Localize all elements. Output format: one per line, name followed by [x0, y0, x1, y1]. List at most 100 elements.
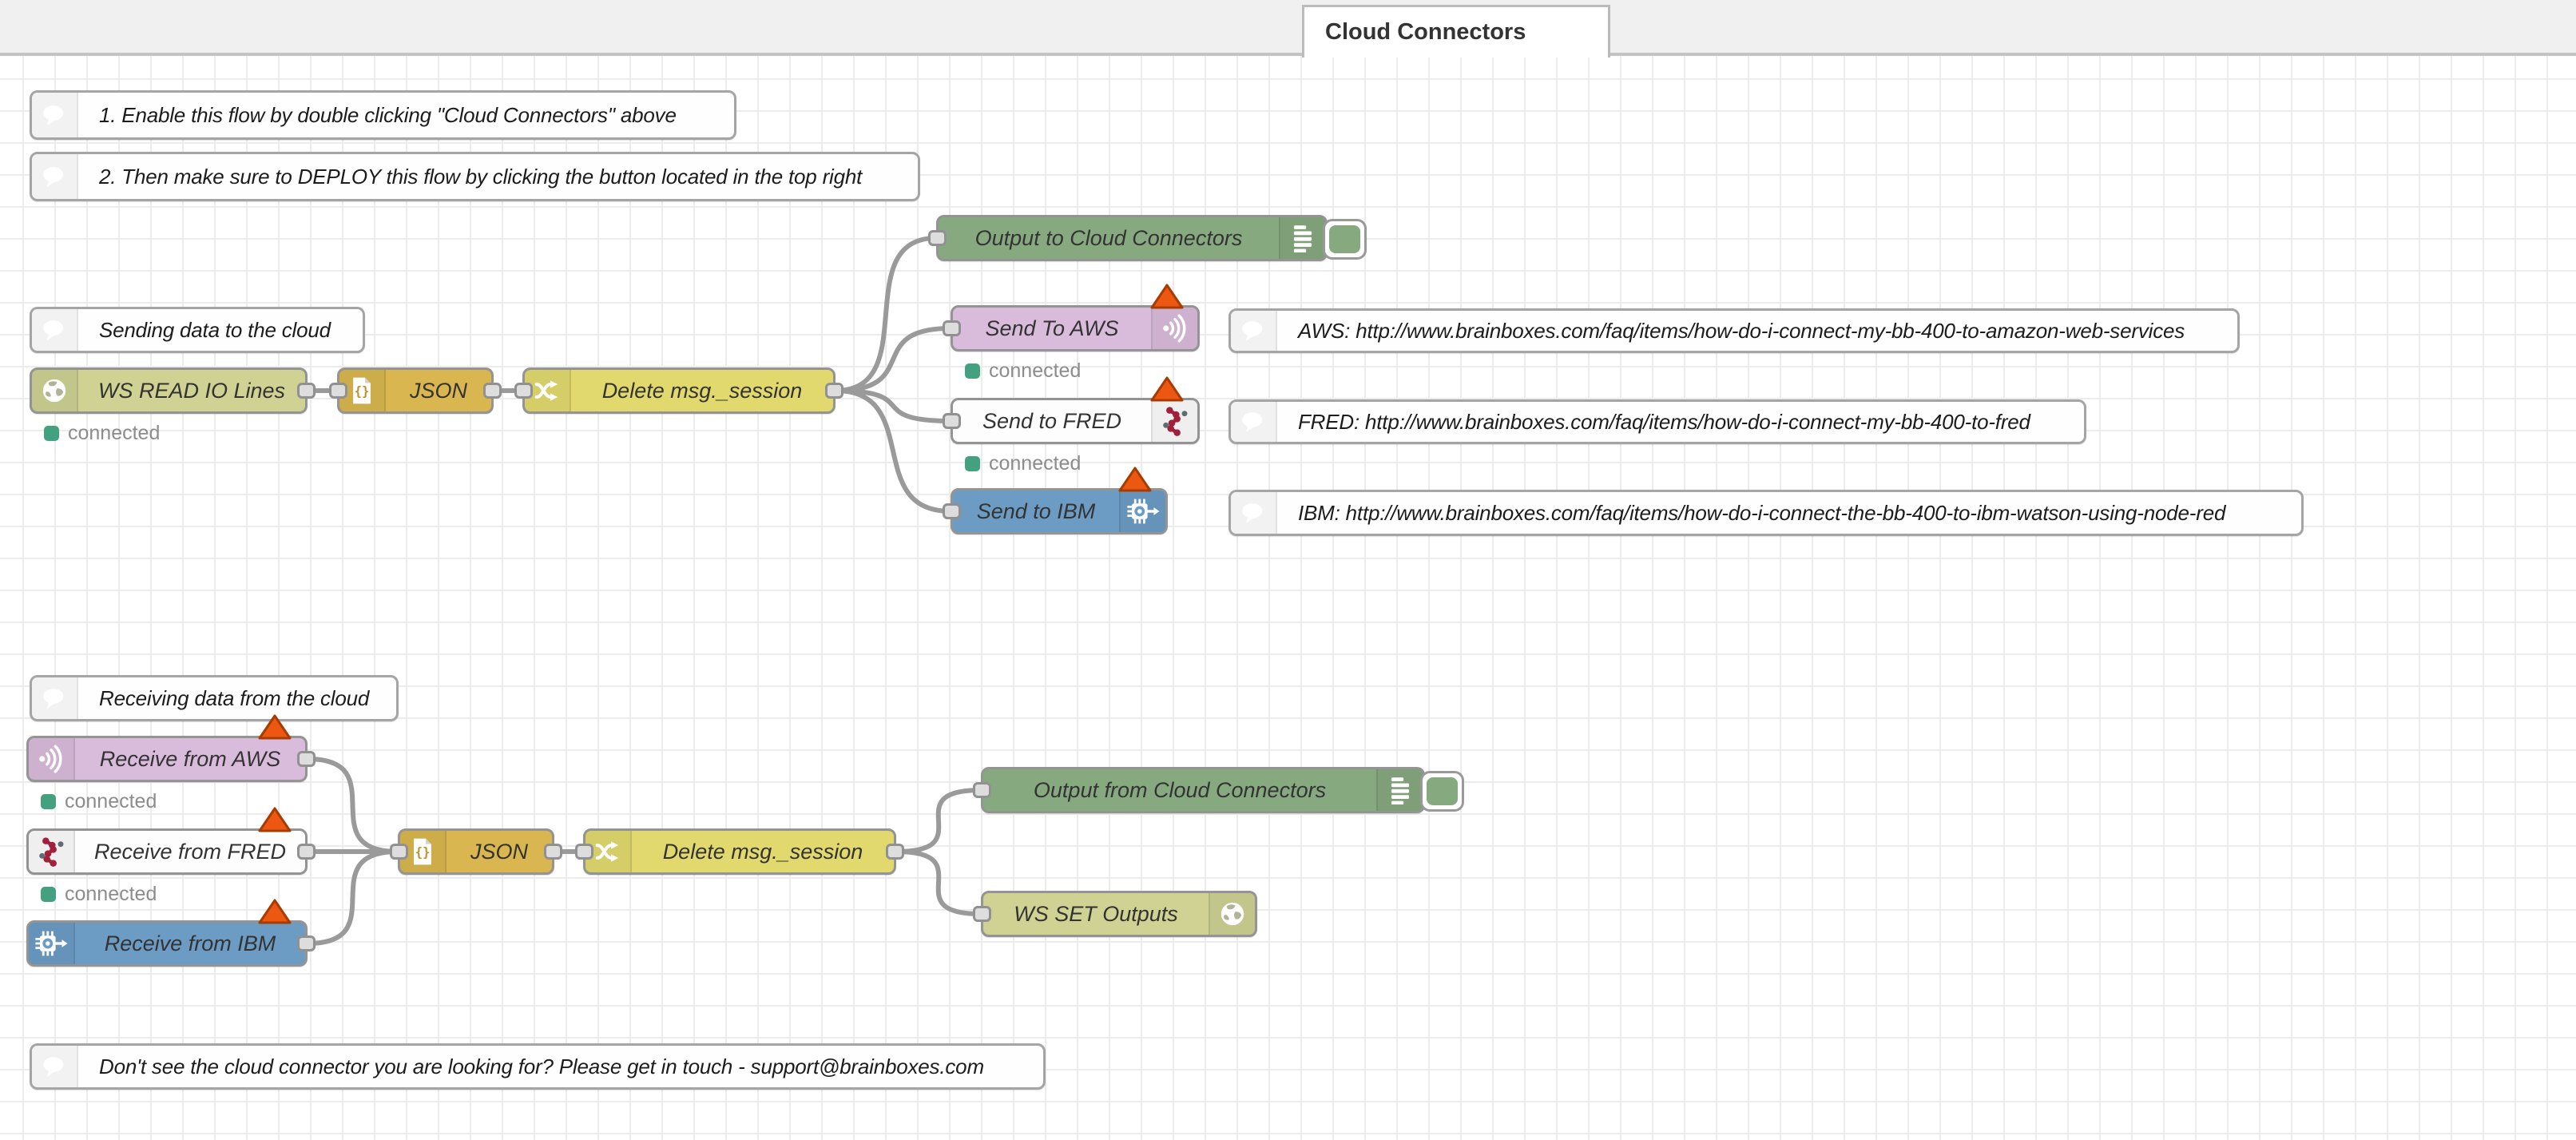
- error-triangle-badge: [1117, 466, 1153, 493]
- flow-node-debug-out[interactable]: Output to Cloud Connectors: [928, 215, 1367, 261]
- wire-change-2-to-ws-set[interactable]: [894, 849, 983, 916]
- debug-toggle-button[interactable]: [1323, 219, 1367, 260]
- globe-icon: [32, 370, 78, 411]
- error-triangle-badge: [257, 713, 292, 741]
- comment-node-note-2[interactable]: 2. Then make sure to DEPLOY this flow by…: [30, 152, 920, 201]
- debug-list-icon: [1376, 769, 1423, 811]
- comment-node-note-ibm[interactable]: IBM: http://www.brainboxes.com/faq/items…: [1228, 490, 2304, 536]
- status-dot-icon: [44, 426, 59, 441]
- input-port[interactable]: [514, 383, 533, 399]
- shuffle-icon: [525, 370, 571, 411]
- flow-node-send-ibm[interactable]: Send to IBM: [943, 467, 1168, 534]
- flow-node-change-2[interactable]: Delete msg._session: [575, 828, 904, 875]
- svg-text:{}: {}: [415, 844, 431, 860]
- node-label: Send to FRED: [982, 408, 1122, 433]
- node-label: WS SET Outputs: [1014, 901, 1178, 926]
- error-triangle-badge: [1149, 375, 1185, 403]
- comment-node-note-1[interactable]: 1. Enable this flow by double clicking "…: [30, 90, 736, 140]
- debug-toggle-fill: [1329, 225, 1360, 253]
- node-status: connected: [965, 452, 1081, 475]
- status-dot-icon: [41, 887, 56, 902]
- comment-icon: [32, 309, 78, 351]
- comment-text: Receiving data from the cloud: [99, 685, 370, 710]
- input-port[interactable]: [943, 413, 961, 429]
- comment-node-note-aws[interactable]: AWS: http://www.brainboxes.com/faq/items…: [1228, 308, 2240, 353]
- flow-node-debug-in[interactable]: Output from Cloud Connectors: [973, 767, 1464, 813]
- output-port[interactable]: [825, 383, 843, 399]
- node-label: Send To AWS: [985, 316, 1119, 340]
- fred-icon: [29, 831, 75, 872]
- fred-icon: [1151, 400, 1197, 442]
- wire-change-1-to-send-aws[interactable]: [833, 326, 953, 393]
- input-port[interactable]: [943, 503, 961, 519]
- output-port[interactable]: [297, 751, 316, 767]
- comment-node-note-receiving[interactable]: Receiving data from the cloud: [30, 675, 399, 721]
- comment-text: IBM: http://www.brainboxes.com/faq/items…: [1298, 500, 2226, 525]
- status-dot-icon: [965, 363, 980, 379]
- flow-node-send-aws[interactable]: Send To AWS: [943, 284, 1200, 352]
- status-text: connected: [989, 452, 1082, 475]
- tab-cloud-connectors[interactable]: Cloud Connectors: [1302, 5, 1610, 58]
- status-dot-icon: [41, 794, 56, 809]
- globe-icon: [1209, 893, 1255, 935]
- error-triangle-badge: [1149, 283, 1185, 310]
- node-label: Output to Cloud Connectors: [974, 225, 1243, 250]
- flow-node-json-2[interactable]: {}JSON: [390, 828, 562, 875]
- node-label: Receive from FRED: [93, 839, 287, 864]
- input-port[interactable]: [928, 230, 947, 246]
- flow-node-recv-fred[interactable]: Receive from FRED: [26, 807, 316, 875]
- input-port[interactable]: [943, 320, 961, 336]
- tab-label: Cloud Connectors: [1325, 19, 1526, 45]
- comment-node-note-support[interactable]: Don't see the cloud connector you are lo…: [30, 1043, 1046, 1090]
- debug-toggle-button[interactable]: [1420, 771, 1464, 812]
- output-port[interactable]: [297, 935, 316, 951]
- input-port[interactable]: [329, 383, 347, 399]
- comment-icon: [32, 154, 78, 199]
- wifi-icon: [1151, 308, 1197, 349]
- status-text: connected: [68, 422, 161, 444]
- debug-toggle-fill: [1427, 777, 1458, 805]
- comment-text: Don't see the cloud connector you are lo…: [99, 1054, 984, 1078]
- comment-icon: [32, 93, 78, 137]
- output-port[interactable]: [297, 383, 316, 399]
- node-status: connected: [41, 883, 157, 906]
- comment-node-note-sending[interactable]: Sending data to the cloud: [30, 307, 365, 353]
- flow-tab-bar[interactable]: Cloud Connectors: [0, 0, 2576, 58]
- flow-node-recv-ibm[interactable]: Receive from IBM: [26, 899, 316, 967]
- wire-change-1-to-send-fred[interactable]: [833, 388, 953, 423]
- input-port[interactable]: [973, 906, 991, 922]
- chip-icon: [29, 923, 75, 964]
- flow-node-recv-aws[interactable]: Receive from AWS: [26, 714, 316, 782]
- input-port[interactable]: [575, 844, 593, 860]
- input-port[interactable]: [973, 782, 991, 798]
- wire-change-1-to-debug-out[interactable]: [833, 236, 939, 393]
- flow-node-json-1[interactable]: {}JSON: [329, 367, 502, 414]
- debug-list-icon: [1279, 217, 1325, 259]
- flow-node-send-fred[interactable]: Send to FRED: [943, 376, 1200, 444]
- comment-node-note-fred[interactable]: FRED: http://www.brainboxes.com/faq/item…: [1228, 399, 2086, 444]
- wire-change-1-to-send-ibm[interactable]: [833, 388, 953, 514]
- node-label: WS READ IO Lines: [97, 378, 286, 403]
- comment-icon: [1231, 492, 1277, 534]
- node-label: Receive from IBM: [104, 931, 276, 955]
- output-port[interactable]: [886, 844, 904, 860]
- node-label: Output from Cloud Connectors: [1033, 777, 1327, 802]
- output-port[interactable]: [544, 844, 562, 860]
- wifi-icon: [29, 738, 75, 780]
- wire-recv-aws-to-json-2[interactable]: [305, 757, 400, 854]
- comment-icon: [1231, 402, 1277, 442]
- wire-change-2-to-debug-in[interactable]: [894, 788, 983, 854]
- comment-icon: [1231, 311, 1277, 351]
- comment-text: FRED: http://www.brainboxes.com/faq/item…: [1298, 409, 2030, 434]
- output-port[interactable]: [483, 383, 502, 399]
- output-port[interactable]: [297, 844, 316, 860]
- flow-node-change-1[interactable]: Delete msg._session: [514, 367, 843, 414]
- svg-text:{}: {}: [355, 383, 370, 399]
- flow-node-ws-set[interactable]: WS SET Outputs: [973, 891, 1257, 937]
- comment-text: AWS: http://www.brainboxes.com/faq/items…: [1298, 318, 2185, 343]
- input-port[interactable]: [390, 844, 408, 860]
- comment-text: 1. Enable this flow by double clicking "…: [99, 102, 677, 127]
- flow-node-ws-read[interactable]: WS READ IO Lines: [30, 367, 316, 414]
- wire-recv-ibm-to-json-2[interactable]: [305, 849, 400, 946]
